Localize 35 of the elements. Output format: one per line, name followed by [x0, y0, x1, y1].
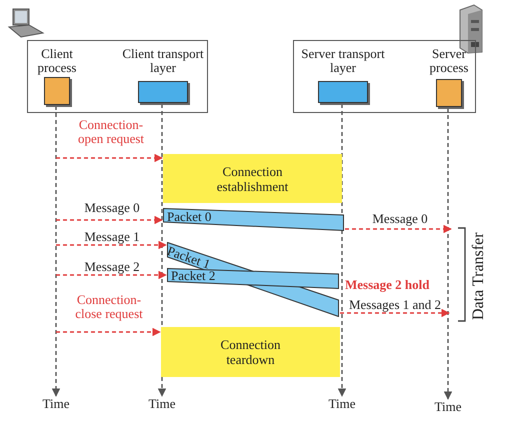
- section-label: Data Transfer: [470, 231, 488, 322]
- phase-box: Connection teardown: [161, 327, 340, 377]
- message-arrow: [56, 240, 167, 250]
- packet-label: Packet 0: [167, 210, 212, 223]
- edge-label: Connection-close request: [74, 293, 144, 321]
- timeline-arrow: [52, 106, 60, 397]
- packet-label: Packet 1: [166, 244, 212, 271]
- phase-box: Connection establishment: [163, 154, 342, 203]
- timeline-arrow: [444, 108, 452, 400]
- packet-label: Packet 2: [171, 269, 216, 282]
- message-arrow: [345, 224, 452, 234]
- message-arrow: [56, 216, 163, 224]
- note-text: Message 2 hold: [345, 277, 430, 293]
- group-frame: [27, 40, 208, 113]
- node-title: Client transport layer: [121, 47, 205, 75]
- edge-label: Message 0: [371, 212, 429, 226]
- time-label: Time: [322, 397, 362, 413]
- time-label: Time: [142, 397, 182, 413]
- time-label: Time: [36, 397, 76, 413]
- time-label: Time: [428, 400, 468, 416]
- message-arrow: [340, 308, 450, 318]
- group-frame: [293, 40, 476, 113]
- edge-label: Message 0: [83, 201, 141, 215]
- edge-label: Message 2: [83, 260, 141, 274]
- message-arrow: [56, 328, 161, 336]
- node-title: Client process: [36, 47, 78, 75]
- edge-label: Messages 1 and 2: [348, 298, 442, 312]
- node-title: Server process: [428, 47, 470, 75]
- timeline-arrow: [338, 104, 346, 397]
- edge-label: Connection-open request: [76, 118, 146, 146]
- message-arrow: [56, 270, 167, 280]
- message-arrow: [56, 154, 163, 162]
- packet-band: [163, 208, 344, 231]
- edge-label: Message 1: [83, 230, 141, 244]
- node-title: Server transport layer: [300, 47, 386, 75]
